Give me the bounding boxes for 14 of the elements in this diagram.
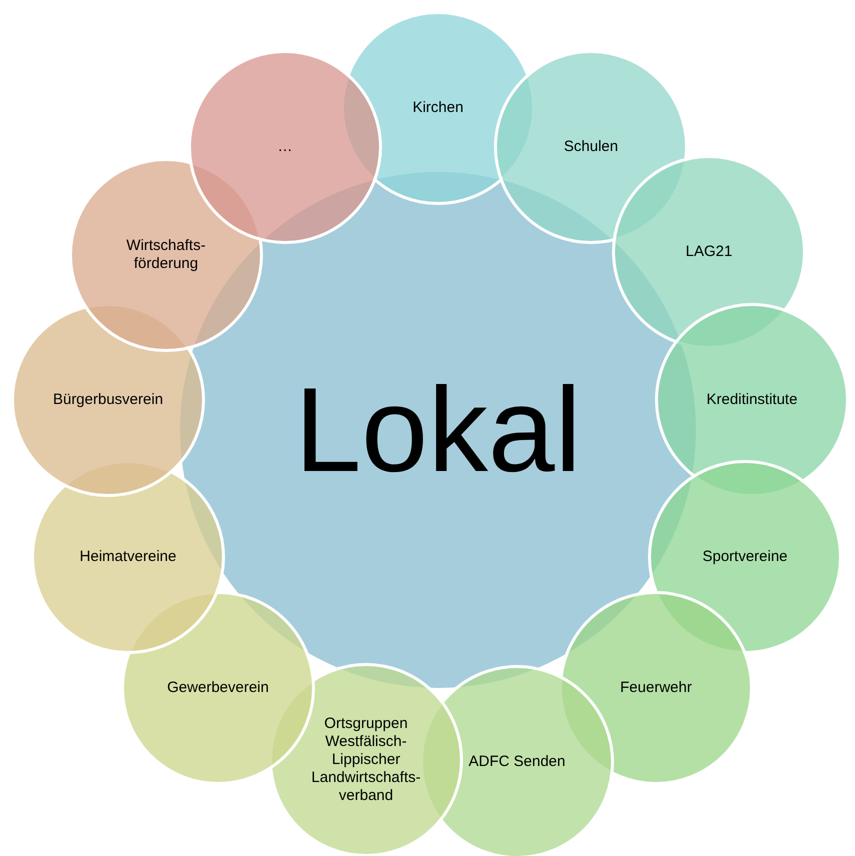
central-label: Lokal — [294, 362, 582, 499]
node-label: … — [278, 138, 292, 156]
node-label: Heimatvereine — [80, 548, 176, 566]
node-label: Bürgerbusverein — [52, 391, 164, 409]
node-label: Wirtschafts- förderung — [125, 237, 207, 273]
node-label: Gewerbeverein — [167, 679, 269, 697]
node-label: Feuerwehr — [620, 679, 692, 697]
node-label: Kirchen — [412, 99, 464, 117]
node-label: Sportvereine — [702, 548, 788, 566]
node-label: Kreditinstitute — [706, 391, 798, 409]
node-label: Schulen — [564, 138, 618, 156]
node-label: Ortsgruppen Westfälisch- Lippischer Landwirtschafts- verband — [310, 715, 422, 805]
node-label: ADFC Senden — [468, 753, 566, 771]
node-label: LAG21 — [686, 243, 732, 261]
